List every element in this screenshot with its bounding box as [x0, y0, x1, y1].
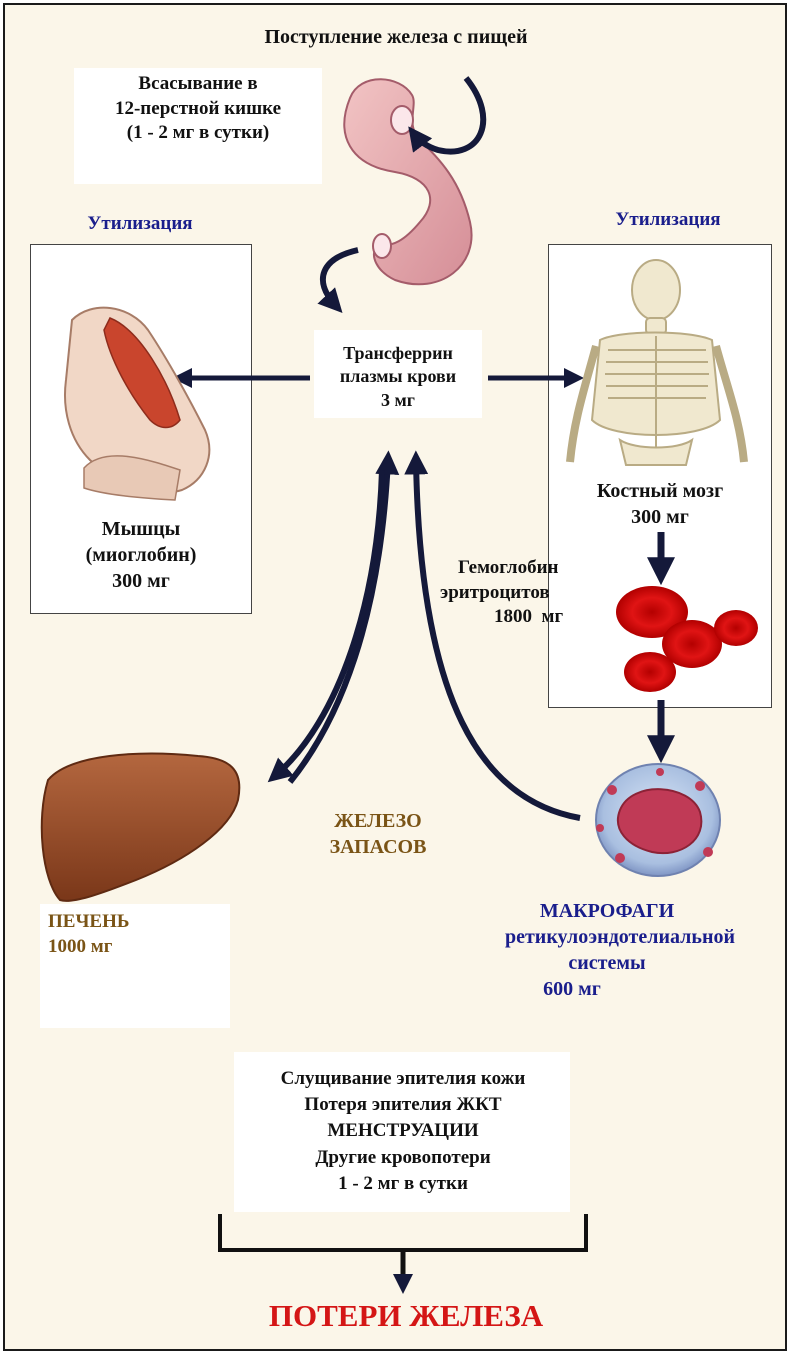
utilization-left-label: Утилизация — [50, 212, 230, 237]
muscles-label: Мышцы (миоглобин) 300 мг — [30, 516, 252, 594]
transferrin-line-3: 3 мг — [314, 389, 482, 412]
hemoglobin-label: Гемоглобин эритроцитов 1800 мг — [430, 556, 600, 630]
losses-item-2: Потеря эпителия ЖКТ — [220, 1092, 586, 1118]
stores-line-2: ЗАПАСОВ — [318, 834, 438, 860]
hemoglobin-line-2: эритроцитов — [430, 581, 600, 606]
losses-item-4: Другие кровопотери — [220, 1145, 586, 1171]
stores-line-1: ЖЕЛЕЗО — [318, 808, 438, 834]
duodenum-illustration — [344, 79, 471, 284]
macrophage-to-transferrin-arrow — [416, 460, 580, 818]
bone-marrow-label: Костный мозг 300 мг — [560, 478, 760, 530]
muscles-line-2: (миоглобин) — [30, 542, 252, 568]
liver-label: ПЕЧЕНЬ 1000 мг — [48, 910, 218, 959]
macrophages-line-2: ретикулоэндотелиальной — [460, 924, 780, 950]
liver-to-transferrin-arrow — [290, 460, 388, 782]
hemoglobin-line-1: Гемоглобин — [430, 556, 600, 581]
losses-item-3: МЕНСТРУАЦИИ — [220, 1118, 586, 1144]
arm-muscle-illustration — [65, 308, 209, 500]
stores-label: ЖЕЛЕЗО ЗАПАСОВ — [318, 808, 438, 860]
red-blood-cells-illustration — [616, 586, 758, 692]
transferrin-label: Трансферрин плазмы крови 3 мг — [314, 342, 482, 412]
macrophages-line-4: 600 мг — [460, 976, 780, 1002]
bone-marrow-line-2: 300 мг — [560, 504, 760, 530]
intake-arrow — [414, 78, 483, 152]
utilization-right-label: Утилизация — [578, 208, 758, 233]
losses-list: Слущивание эпителия кожи Потеря эпителия… — [220, 1066, 586, 1197]
losses-bracket — [220, 1214, 586, 1250]
bone-marrow-line-1: Костный мозг — [560, 478, 760, 504]
intake-label: Поступление железа с пищей — [196, 24, 596, 50]
transferrin-line-2: плазмы крови — [314, 365, 482, 388]
liver-line-2: 1000 мг — [48, 935, 218, 960]
muscles-line-1: Мышцы — [30, 516, 252, 542]
macrophage-illustration — [596, 764, 720, 876]
muscles-line-3: 300 мг — [30, 568, 252, 594]
duodenum-out-arrow — [323, 250, 358, 306]
liver-line-1: ПЕЧЕНЬ — [48, 910, 218, 935]
macrophages-line-3: системы — [460, 950, 780, 976]
losses-item-1: Слущивание эпителия кожи — [220, 1066, 586, 1092]
macrophages-line-1: МАКРОФАГИ — [460, 898, 780, 924]
absorption-line-1: Всасывание в — [74, 72, 322, 97]
liver-illustration — [42, 754, 240, 901]
transferrin-line-1: Трансферрин — [314, 342, 482, 365]
absorption-line-3: (1 - 2 мг в сутки) — [74, 121, 322, 146]
losses-item-5: 1 - 2 мг в сутки — [220, 1171, 586, 1197]
absorption-line-2: 12-перстной кишке — [74, 97, 322, 122]
absorption-label: Всасывание в 12-перстной кишке (1 - 2 мг… — [74, 72, 322, 146]
losses-title: ПОТЕРИ ЖЕЛЕЗА — [196, 1296, 616, 1336]
hemoglobin-line-3: 1800 мг — [430, 605, 600, 630]
skeleton-illustration — [570, 260, 744, 465]
macrophages-label: МАКРОФАГИ ретикулоэндотелиальной системы… — [460, 898, 780, 1002]
